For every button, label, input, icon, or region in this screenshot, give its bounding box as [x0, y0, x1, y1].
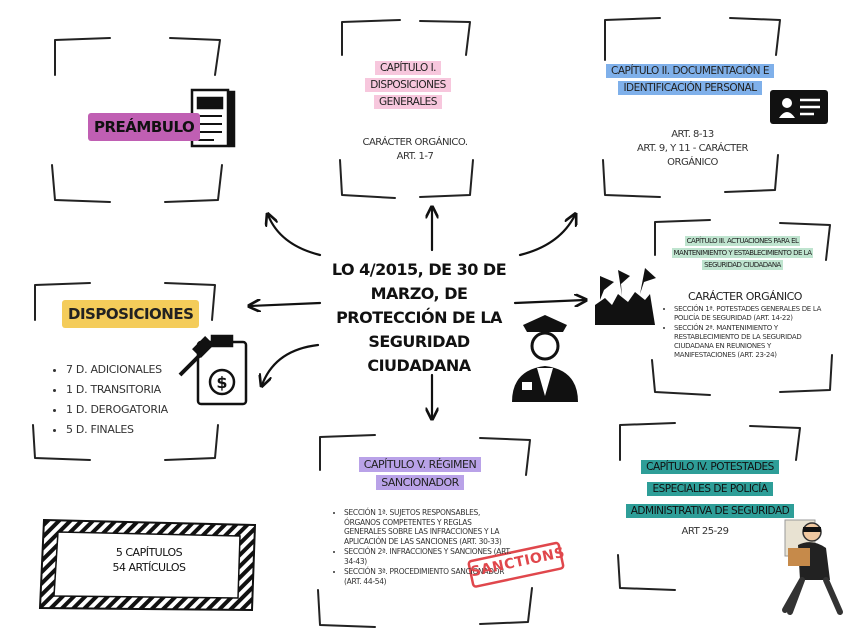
frame-preambulo: [51, 37, 223, 203]
thief-icon: [782, 519, 843, 615]
cap1-body-line-2: ART. 1-7: [396, 151, 434, 162]
cap2-body: ART. 8-13 ART. 9, Y 11 - CARÁCTER ORGÁNI…: [605, 128, 780, 170]
cap2-body-line-1: ART. 8-13: [671, 129, 714, 140]
cap3-item-1: SECCIÓN 1ª. POTESTADES GENERALES DE LA P…: [674, 305, 824, 323]
frame-cap1: [339, 19, 474, 199]
cap5-item-3: SECCIÓN 3ª. PROCEDIMIENTO SANCIONADOR (A…: [344, 567, 514, 586]
cap5-list: SECCIÓN 1ª. SUJETOS RESPONSABLES, ÓRGANO…: [330, 508, 514, 587]
cap5-title-line-2: SANCIONADOR: [376, 474, 464, 490]
preambulo-label: PREÁMBULO: [88, 113, 201, 141]
disposiciones-label: DISPOSICIONES: [62, 300, 200, 328]
center-title-line-3: PROTECCIÓN DE LA: [336, 308, 502, 327]
frame-cap4: [617, 422, 801, 591]
cap3-subtitle: CARÁCTER ORGÁNICO: [688, 290, 802, 303]
preambulo-title: PREÁMBULO: [88, 113, 201, 141]
frame-disposiciones: [32, 282, 219, 461]
cap3-title-line-2: MANTENIMIENTO Y ESTABLECIMIENTO DE LA: [671, 248, 814, 259]
cap3-title: CAPÍTULO III. ACTUACIONES PARA EL MANTEN…: [655, 235, 830, 272]
disposiciones-list: 7 D. ADICIONALES 1 D. TRANSITORIA 1 D. D…: [48, 360, 206, 440]
cap4-title: CAPÍTULO IV. POTESTADES ESPECIALES DE PO…: [615, 456, 805, 522]
arrows: [250, 208, 585, 418]
frame-cap2: [602, 17, 781, 198]
cap2-title-line-2: IDENTIFICACIÓN PERSONAL: [618, 80, 762, 95]
id-card-icon: [770, 90, 828, 124]
protest-icon: [595, 268, 656, 325]
cap5-item-1: SECCIÓN 1ª. SUJETOS RESPONSABLES, ÓRGANO…: [344, 508, 514, 546]
cap5-title: CAPÍTULO V. RÉGIMEN SANCIONADOR: [330, 456, 510, 491]
summary-box-frame: [38, 518, 257, 612]
frame-cap5: [317, 434, 533, 628]
cap1-title: CAPÍTULO I. DISPOSICIONES GENERALES: [342, 60, 474, 110]
cap3-item-2: SECCIÓN 2ª. MANTENIMIENTO Y RESTABLECIMI…: [674, 324, 824, 360]
cap4-title-line-3: ADMINISTRATIVA DE SEGURIDAD: [625, 504, 795, 518]
cap2-title: CAPÍTULO II. DOCUMENTACIÓN E IDENTIFICAC…: [600, 63, 780, 97]
cap2-body-line-2: ART. 9, Y 11 - CARÁCTER: [637, 143, 748, 154]
disposiciones-item-4: 5 D. FINALES: [66, 420, 206, 439]
sanctions-stamp-frame: [467, 541, 565, 588]
cap4-body: ART 25-29: [681, 526, 729, 537]
summary-line-1: 5 CAPÍTULOS: [115, 546, 183, 559]
cap3-title-line-1: CAPÍTULO III. ACTUACIONES PARA EL: [684, 236, 801, 246]
center-title-line-1: LO 4/2015, DE 30 DE: [331, 260, 507, 279]
center-title: LO 4/2015, DE 30 DE MARZO, DE PROTECCIÓN…: [320, 258, 518, 378]
center-title-line-4: SEGURIDAD CIUDADANA: [367, 332, 471, 375]
disposiciones-item-2: 1 D. TRANSITORIA: [66, 380, 206, 399]
cap1-body: CARÁCTER ORGÁNICO. ART. 1-7: [350, 136, 480, 164]
summary-text: 5 CAPÍTULOS 54 ARTÍCULOS: [60, 545, 238, 575]
svg-text:$: $: [216, 373, 227, 392]
clipboard-gavel-icon: $: [178, 334, 248, 406]
cap1-title-line-1: CAPÍTULO I. DISPOSICIONES: [365, 61, 451, 92]
cap3-title-line-3: SEGURIDAD CIUDADANA: [702, 260, 783, 271]
cap3-list: SECCIÓN 1ª. POTESTADES GENERALES DE LA P…: [660, 305, 824, 361]
cap4-title-line-2: ESPECIALES DE POLICÍA: [647, 482, 773, 496]
disposiciones-item-1: 7 D. ADICIONALES: [66, 360, 206, 379]
cap1-body-line-1: CARÁCTER ORGÁNICO.: [362, 137, 468, 148]
cap2-title-line-1: CAPÍTULO II. DOCUMENTACIÓN E: [605, 64, 775, 78]
center-title-line-2: MARZO, DE: [370, 284, 468, 303]
cap1-title-line-2: GENERALES: [374, 94, 442, 109]
frame-cap3: [651, 219, 833, 396]
cap4-title-line-1: CAPÍTULO IV. POTESTADES: [641, 460, 779, 474]
cap2-body-line-3: ORGÁNICO: [667, 157, 718, 168]
cap5-item-2: SECCIÓN 2ª. INFRACCIONES Y SANCIONES (AR…: [344, 547, 514, 566]
disposiciones-title: DISPOSICIONES: [62, 300, 200, 328]
disposiciones-item-3: 1 D. DEROGATORIA: [66, 400, 206, 419]
summary-line-2: 54 ARTÍCULOS: [112, 561, 186, 574]
police-officer-icon: [512, 315, 578, 402]
cap5-title-line-1: CAPÍTULO V. RÉGIMEN: [358, 457, 482, 472]
